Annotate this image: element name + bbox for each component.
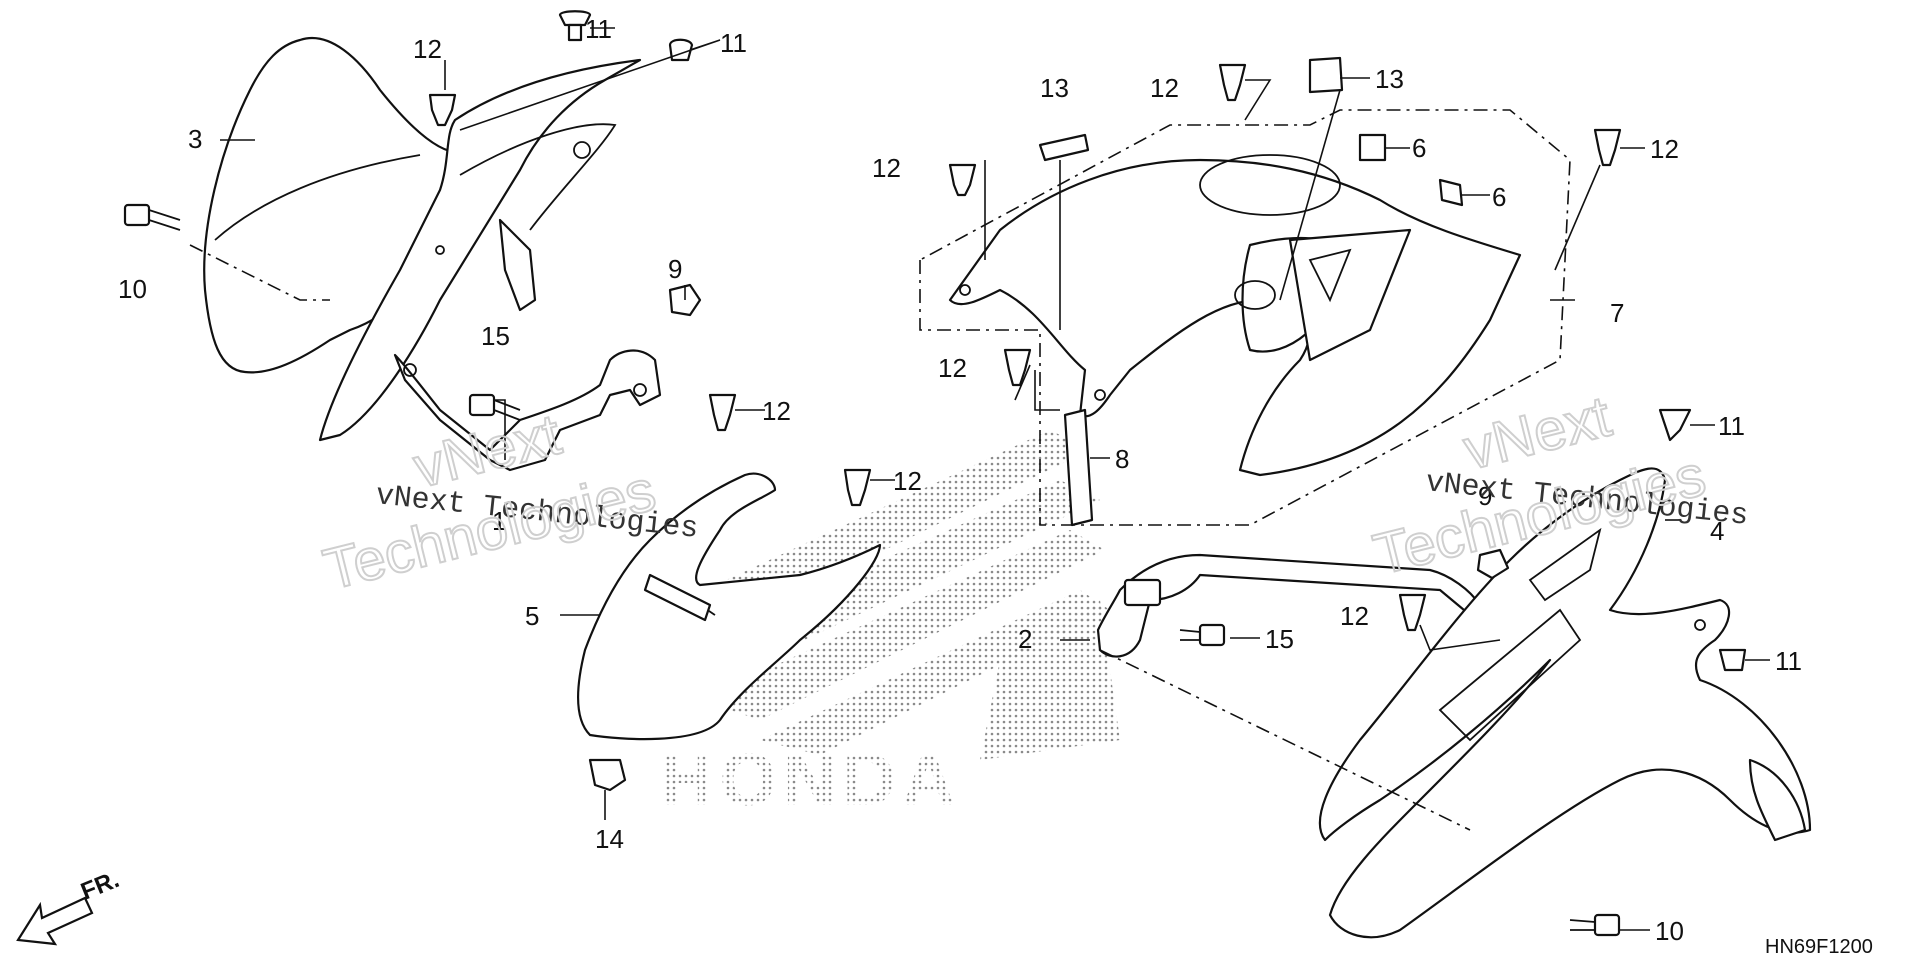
part-bracket-1 xyxy=(393,349,662,472)
callout-12: 12 xyxy=(1150,73,1179,103)
assembly-outline-tank-cover xyxy=(919,109,1571,526)
callout-8: 8 xyxy=(1115,444,1129,474)
arrow-icon xyxy=(16,896,94,946)
clip-icon xyxy=(558,10,592,42)
callout-11: 11 xyxy=(1775,646,1802,676)
callout-10: 10 xyxy=(118,274,147,304)
callout-2: 2 xyxy=(1018,624,1032,654)
part-tank-cover xyxy=(948,154,1522,477)
front-direction-indicator: FR. xyxy=(16,866,123,946)
callout-15: 15 xyxy=(481,321,510,351)
clip-icon xyxy=(1308,56,1344,94)
diagram-reference-code: HN69F1200 xyxy=(1765,936,1873,958)
part-front-fender xyxy=(1318,467,1812,939)
callout-11: 11 xyxy=(1718,411,1745,441)
bolt-icon xyxy=(1569,913,1621,937)
honda-logo-text: HONDA xyxy=(660,738,961,821)
callout-3: 3 xyxy=(188,124,202,154)
callout-13: 13 xyxy=(1375,64,1404,94)
callout-13: 13 xyxy=(1040,73,1069,103)
callout-6: 6 xyxy=(1492,182,1506,212)
callout-12: 12 xyxy=(938,353,967,383)
callout-4: 4 xyxy=(1710,516,1724,546)
callouts: 3 10 12 11 11 15 9 1 12 12 5 14 13 12 13… xyxy=(118,14,1802,946)
bolt-icon xyxy=(123,203,181,231)
part-windscreen xyxy=(203,37,472,374)
callout-15: 15 xyxy=(1265,624,1294,654)
bolt-icon xyxy=(1179,623,1226,647)
nut-icon xyxy=(1438,178,1464,207)
callout-7: 7 xyxy=(1610,298,1624,328)
fasteners xyxy=(123,10,1747,937)
callout-12: 12 xyxy=(762,396,791,426)
callout-6: 6 xyxy=(1412,133,1426,163)
clip-icon xyxy=(1038,133,1090,162)
callout-12: 12 xyxy=(893,466,922,496)
clip-icon xyxy=(1003,348,1032,387)
clip-icon xyxy=(948,163,977,197)
callout-12: 12 xyxy=(1340,601,1369,631)
callout-10: 10 xyxy=(1655,916,1684,946)
nut-icon xyxy=(588,758,627,792)
part-strip-8 xyxy=(1063,408,1094,527)
clip-icon xyxy=(1593,128,1622,167)
clip-icon xyxy=(708,393,737,432)
part-bracket-2 xyxy=(1096,553,1482,658)
clip-icon xyxy=(1218,63,1247,102)
clip-icon xyxy=(1398,593,1427,632)
clip-icon xyxy=(428,93,457,127)
callout-14: 14 xyxy=(595,824,624,854)
callout-5: 5 xyxy=(525,601,539,631)
callout-1: 1 xyxy=(492,506,506,536)
part-front-cowl xyxy=(318,58,642,442)
callout-12: 12 xyxy=(413,34,442,64)
part-headlight-cover xyxy=(577,472,882,741)
front-label: FR. xyxy=(77,866,123,906)
callout-9: 9 xyxy=(1478,481,1492,511)
callout-12: 12 xyxy=(1650,134,1679,164)
clip-icon xyxy=(843,468,872,507)
callout-12: 12 xyxy=(872,153,901,183)
callout-11: 11 xyxy=(720,28,747,58)
clip-icon xyxy=(1718,648,1747,672)
clip-icon xyxy=(1658,408,1692,442)
bolt-icon xyxy=(468,393,521,421)
leader-lines xyxy=(189,27,1770,931)
callout-9: 9 xyxy=(668,254,682,284)
callout-11: 11 xyxy=(585,14,612,44)
nut-icon xyxy=(1358,133,1387,162)
nut-icon xyxy=(1476,548,1510,580)
